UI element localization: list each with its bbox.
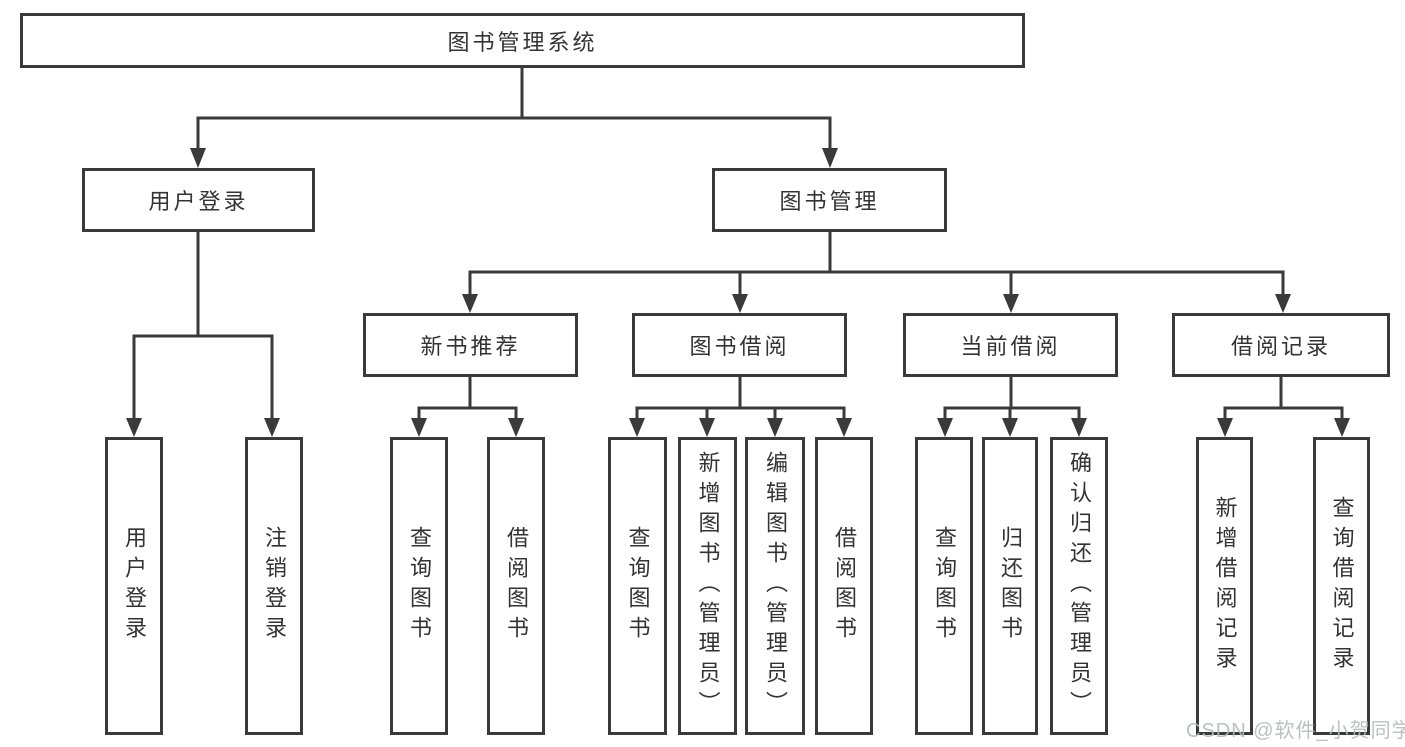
- node-root-system: 图书管理系统: [20, 13, 1025, 68]
- leaf-user-login: 用户登录: [105, 437, 163, 735]
- leaf-nbr-borrow-books: 借阅图书: [487, 437, 545, 735]
- leaf-bb-query-books: 查询图书: [608, 437, 667, 735]
- node-book-management-branch: 图书管理: [712, 168, 947, 232]
- node-borrow-records: 借阅记录: [1172, 313, 1390, 377]
- csdn-watermark: CSDN @软件_小贺同学: [1186, 720, 1405, 742]
- leaf-logout: 注销登录: [245, 437, 303, 735]
- node-current-borrow: 当前借阅: [903, 313, 1118, 377]
- leaf-br-query-record: 查询借阅记录: [1313, 437, 1370, 735]
- node-user-login-branch: 用户登录: [82, 168, 315, 232]
- leaf-bb-borrow-books: 借阅图书: [815, 437, 873, 735]
- leaf-cb-query-books: 查询图书: [915, 437, 973, 735]
- node-new-book-recommend: 新书推荐: [363, 313, 578, 377]
- arrowheads: [126, 148, 1350, 437]
- leaf-nbr-query-books: 查询图书: [390, 437, 448, 735]
- leaf-br-add-record: 新增借阅记录: [1196, 437, 1253, 735]
- leaf-cb-confirm-return-admin: 确认归还（管理员）: [1050, 437, 1108, 735]
- leaf-bb-edit-books-admin: 编辑图书（管理员）: [745, 437, 805, 735]
- leaf-bb-add-books-admin: 新增图书（管理员）: [678, 437, 737, 735]
- leaf-cb-return-books: 归还图书: [982, 437, 1038, 735]
- node-book-borrow: 图书借阅: [632, 313, 847, 377]
